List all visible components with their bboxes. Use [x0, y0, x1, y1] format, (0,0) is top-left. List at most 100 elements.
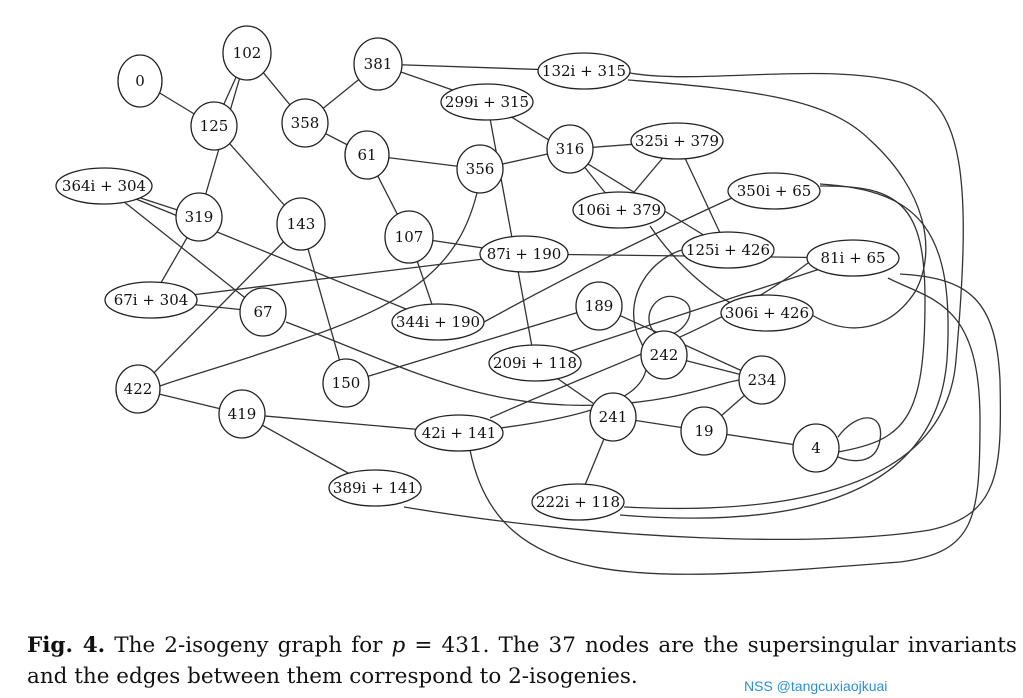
edge-350_65-344_190	[483, 197, 733, 323]
node-shape	[344, 130, 390, 180]
caption-text-end: = 431. The 37 nodes are the supersingula…	[27, 633, 1017, 689]
caption-label: Fig. 4.	[27, 633, 106, 658]
node-319: 319	[175, 192, 223, 242]
node-shape	[440, 83, 534, 121]
node-shape	[546, 124, 594, 174]
node-label: 4	[811, 439, 821, 457]
node-label: 61	[357, 146, 376, 164]
node-19: 19	[680, 406, 728, 456]
node-shape	[681, 231, 775, 269]
node-shape	[328, 469, 422, 507]
node-shape	[727, 172, 821, 210]
node-shape	[104, 281, 198, 319]
node-shape	[276, 197, 326, 251]
edge-42_141-106_379	[469, 277, 981, 575]
node-label: 132i + 315	[542, 62, 626, 80]
node-143: 143	[276, 197, 326, 251]
node-189: 189	[575, 281, 623, 331]
node-shape	[720, 294, 814, 332]
node-132_315: 132i + 315	[537, 52, 631, 90]
node-label: 81i + 65	[820, 249, 885, 267]
node-209_118: 209i + 118	[488, 344, 582, 382]
node-label: 189	[585, 297, 614, 315]
node-106_379: 106i + 379	[572, 191, 666, 229]
node-label: 125i + 426	[686, 241, 770, 259]
node-107: 107	[384, 210, 434, 264]
node-shape	[55, 167, 153, 205]
node-299_315: 299i + 315	[440, 83, 534, 121]
node-125_426: 125i + 426	[681, 231, 775, 269]
node-42_141: 42i + 141	[414, 414, 504, 452]
node-label: 422	[124, 380, 153, 398]
edge-87_190-67_304	[150, 253, 525, 301]
node-shape	[572, 191, 666, 229]
edge-222_118-132_315	[623, 72, 964, 510]
node-67_304: 67i + 304	[104, 281, 198, 319]
node-shape	[281, 98, 329, 148]
edge-350_65-4	[819, 185, 926, 453]
node-shape	[792, 423, 840, 473]
node-label: 389i + 141	[333, 479, 417, 497]
node-label: 102	[233, 44, 262, 62]
node-label: 143	[287, 215, 316, 233]
node-shape	[488, 344, 582, 382]
node-shape	[479, 235, 569, 273]
node-shape	[218, 389, 266, 439]
node-shape	[680, 406, 728, 456]
edge-143-422	[137, 223, 302, 390]
node-label: 299i + 315	[445, 93, 529, 111]
node-67: 67	[239, 287, 287, 337]
caption-variable: p	[391, 633, 406, 658]
node-label: 67	[253, 303, 272, 321]
node-shape	[115, 364, 161, 414]
edge-299_315-125_426	[486, 101, 729, 251]
node-shape	[384, 210, 434, 264]
node-label: 19	[694, 422, 713, 440]
figure-caption: Fig. 4. The 2-isogeny graph for p = 431.…	[27, 630, 1017, 692]
node-350_65: 350i + 65	[727, 172, 821, 210]
node-4: 4	[792, 423, 840, 473]
node-87_190: 87i + 190	[479, 235, 569, 273]
node-shape	[589, 392, 637, 442]
watermark: NSS @tangcuxiaojkuai	[744, 678, 888, 694]
edge-364_304-67	[103, 185, 264, 313]
node-0: 0	[117, 54, 163, 108]
node-label: 364i + 304	[62, 177, 146, 195]
node-label: 381	[364, 55, 393, 73]
node-364_304: 364i + 304	[55, 167, 153, 205]
node-shape	[806, 239, 900, 277]
node-shape	[531, 483, 625, 521]
node-label: 0	[135, 72, 145, 90]
node-419: 419	[218, 389, 266, 439]
node-label: 150	[332, 374, 361, 392]
node-234: 234	[738, 355, 786, 405]
edge-4-4	[837, 417, 882, 462]
node-325_379: 325i + 379	[630, 122, 724, 160]
node-label: 319	[185, 208, 214, 226]
node-label: 222i + 118	[536, 493, 620, 511]
node-102: 102	[222, 25, 272, 81]
node-shape	[738, 355, 786, 405]
node-150: 150	[322, 358, 370, 408]
node-316: 316	[546, 124, 594, 174]
node-222_118: 222i + 118	[531, 483, 625, 521]
node-label: 306i + 426	[725, 304, 809, 322]
node-shape	[391, 303, 485, 341]
node-shape	[222, 25, 272, 81]
edge-189-150	[345, 305, 600, 384]
node-shape	[353, 37, 403, 91]
node-label: 209i + 118	[493, 354, 577, 372]
node-label: 42i + 141	[422, 424, 497, 442]
node-label: 356	[466, 160, 495, 178]
node-422: 422	[115, 364, 161, 414]
node-label: 107	[395, 228, 424, 246]
edge-143-150	[300, 223, 347, 384]
node-358: 358	[281, 98, 329, 148]
node-label: 106i + 379	[577, 201, 661, 219]
edge-132_315-306_426	[627, 79, 927, 329]
edge-67-234	[285, 321, 741, 407]
node-shape	[322, 358, 370, 408]
node-label: 242	[650, 346, 679, 364]
edge-222_118-350_65	[619, 183, 949, 519]
